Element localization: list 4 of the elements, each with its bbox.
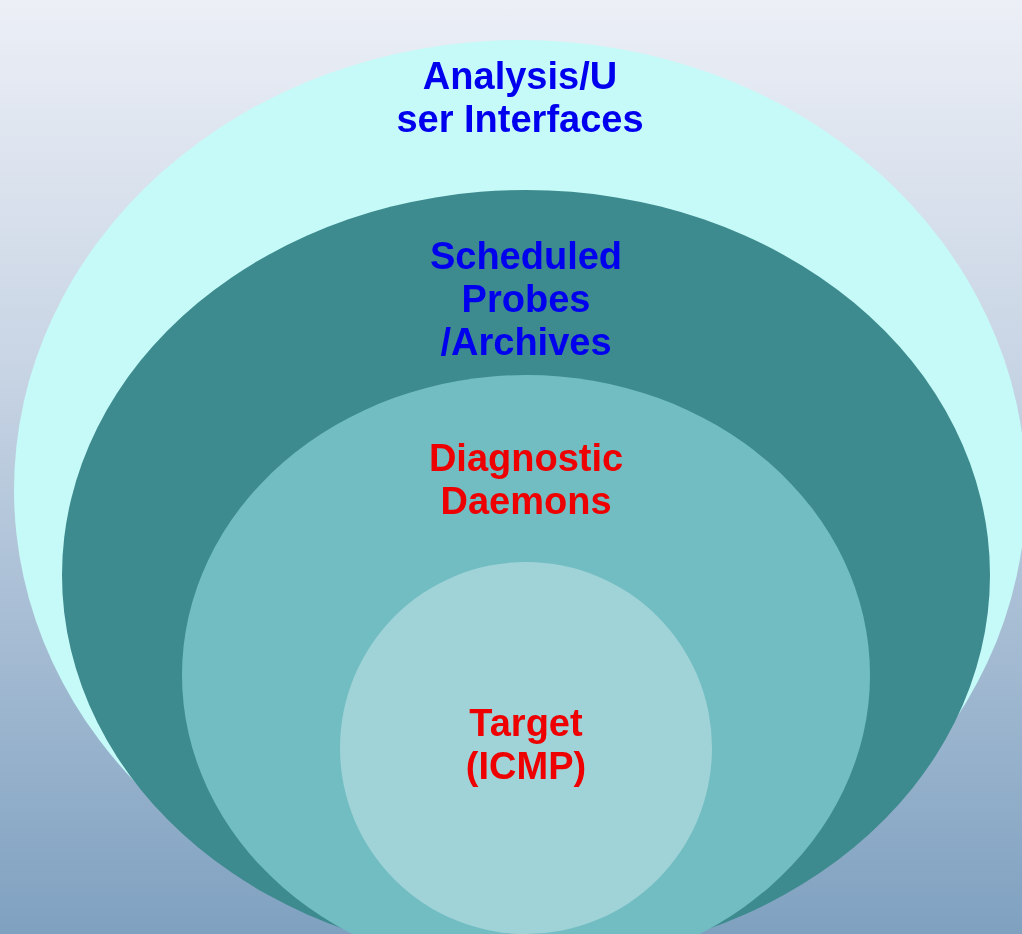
layer-label: Diagnostic Daemons [427,437,625,523]
layer-label: Analysis/U ser Interfaces [395,55,645,141]
layer-label: Scheduled Probes /Archives [428,235,624,364]
layer-label: Target (ICMP) [464,702,588,788]
